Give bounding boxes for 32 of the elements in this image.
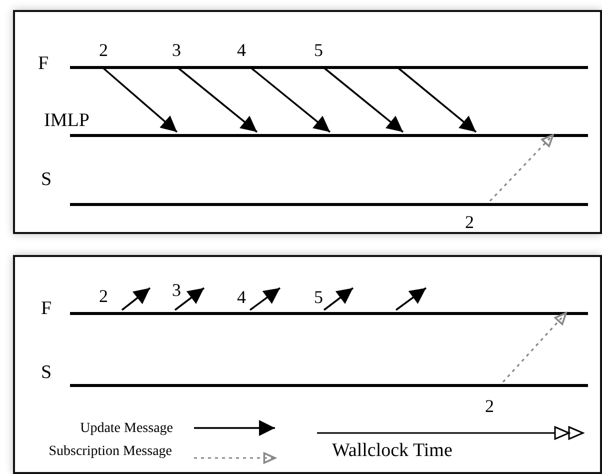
edge-label: 4 [237,287,246,307]
panel-frame [13,255,602,474]
dashed-arrow [502,312,567,383]
edge-label: 2 [465,212,474,232]
legend-label: Subscription Message [48,444,172,460]
message-arrow [322,66,404,133]
message-arrow [249,287,281,311]
dashed-arrow [489,134,554,202]
timeline-label: S [41,170,52,190]
message-arrow [121,287,151,311]
message-arrow [249,66,331,133]
timeline-label: IMLP [44,111,90,131]
message-arrow [101,66,178,133]
timeline-label: S [41,363,52,383]
message-arrow [395,287,427,311]
edge-label: 2 [99,286,108,306]
axis-label: Wallclock Time [332,440,452,462]
edge-label: 5 [314,40,323,60]
panel-frame [13,10,602,234]
timeline-label: F [38,54,49,74]
message-arrow [174,287,205,311]
legend-label: Update Message [80,421,173,437]
edge-label: 2 [99,40,108,60]
message-arrow [323,287,354,311]
edge-label: 2 [485,396,494,416]
timeline-label: F [41,299,52,319]
edge-label: 3 [172,40,181,60]
edge-label: 4 [237,40,246,60]
edge-label: 3 [172,280,181,300]
message-arrow [176,66,258,133]
message-arrow [396,66,477,133]
edge-label: 5 [314,287,323,307]
